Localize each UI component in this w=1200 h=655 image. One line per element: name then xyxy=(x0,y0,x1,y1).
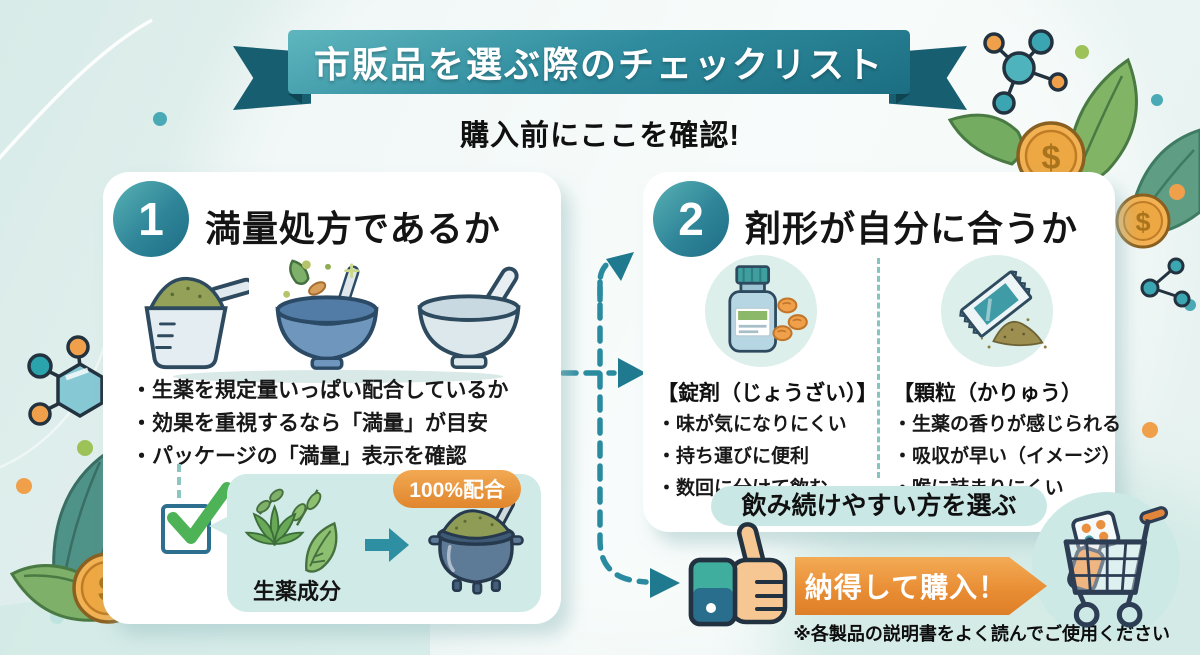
bullet: ・生薬を規定量いっぱい配合しているか xyxy=(131,379,509,402)
dot xyxy=(1184,299,1196,311)
molecule-icon xyxy=(27,335,104,426)
herb-label: 生薬成分 xyxy=(252,579,341,604)
dot xyxy=(77,440,93,456)
mortar-pestle-icon xyxy=(417,266,521,369)
curve-line-2 xyxy=(0,249,120,469)
page-title: 市販品を選ぶ際のチェックリスト xyxy=(313,44,884,85)
subtitle: 購入前にここを確認! xyxy=(459,120,741,152)
card1-bullet-list: ・生薬を規定量いっぱい配合しているか ・効果を重視するなら「満量」が目安 ・パッ… xyxy=(131,374,508,473)
shopping-cart-icon xyxy=(1063,506,1169,628)
arrow-right-icon xyxy=(365,528,409,562)
purchase-banner: 納得して購入！ xyxy=(795,557,1047,615)
column-divider xyxy=(877,258,880,478)
card1-title: 満量処方であるか xyxy=(205,208,501,249)
step-number-badge: 1 xyxy=(113,181,189,257)
card1-illustrations xyxy=(129,254,535,376)
bullet: ・吸収が早い（イメージ） xyxy=(893,446,1121,467)
granule-heading: 【顆粒（かりゅう） xyxy=(893,382,1082,405)
dot xyxy=(1142,422,1158,438)
dot xyxy=(50,610,64,624)
pot-icon xyxy=(428,497,524,595)
tablet-icon-circle xyxy=(705,255,817,367)
choose-note-pill: 飲み続けやすい方を選ぶ xyxy=(711,486,1047,526)
dot xyxy=(1151,94,1163,106)
granule-sachet-icon xyxy=(959,270,1047,349)
dot xyxy=(153,112,167,126)
dashed-connector xyxy=(177,464,181,498)
herbs-icon xyxy=(244,488,338,573)
bullet: ・効果を重視するなら「満量」が目安 xyxy=(131,412,488,435)
checkmark-icon xyxy=(167,482,233,544)
curve-line xyxy=(0,18,153,160)
herb-bowl-icon xyxy=(275,259,379,370)
herb-callout-box: 100%配合 xyxy=(227,470,541,612)
purchase-label: 納得して購入！ xyxy=(804,572,1008,603)
ribbon-fold-left xyxy=(288,94,302,104)
bullet: ・生薬の香りが感じられる xyxy=(893,414,1122,435)
bullet: ・持ち運びに便利 xyxy=(657,446,810,467)
card2-title: 剤形が自分に合うか xyxy=(745,208,1079,249)
ribbon-fold-right xyxy=(896,94,910,104)
full-ratio-badge: 100%配合 xyxy=(393,470,521,508)
granule-icon-circle xyxy=(941,255,1053,367)
card-full-dose: 1 満量処方であるか xyxy=(103,172,561,624)
icon-shadow xyxy=(173,370,503,383)
card-dosage-form: 2 剤形が自分に合うか 【錠剤（じょうざい）】 xyxy=(643,172,1122,532)
bullet: ・パッケージの「満量」表示を確認 xyxy=(131,445,467,468)
measuring-scoop-icon xyxy=(144,276,249,370)
dot xyxy=(1169,184,1185,200)
tablet-column: 【錠剤（じょうざい）】 ・味が気になりにくい ・持ち運びに便利 ・数回に分けて飲… xyxy=(655,255,878,505)
thumbs-up-icon xyxy=(688,522,788,627)
footnote: ※各製品の説明書をよく読んでご使用ください xyxy=(793,624,1170,644)
granule-column: 【顆粒（かりゅう） ・生薬の香りが感じられる ・吸収が早い（イメージ） ・喉に詰… xyxy=(891,255,1122,505)
step-number-badge: 2 xyxy=(653,181,729,257)
bullet: ・味が気になりにくい xyxy=(657,414,847,435)
tablet-heading: 【錠剤（じょうざい）】 xyxy=(657,382,878,405)
title-ribbon: 市販品を選ぶ際のチェックリスト xyxy=(288,30,910,94)
hemp-leaf xyxy=(244,504,305,547)
dot xyxy=(16,478,32,494)
pill-bottle-icon xyxy=(728,265,808,353)
